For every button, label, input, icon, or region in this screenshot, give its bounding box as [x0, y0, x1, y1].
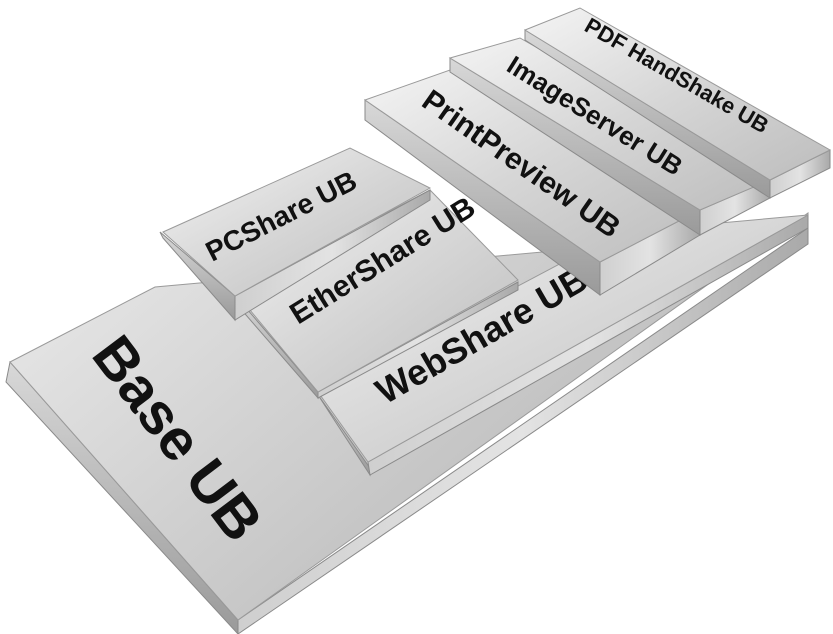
module-stack-diagram: Base UB WebShare UB EtherShare UB PCShar… [0, 0, 833, 634]
